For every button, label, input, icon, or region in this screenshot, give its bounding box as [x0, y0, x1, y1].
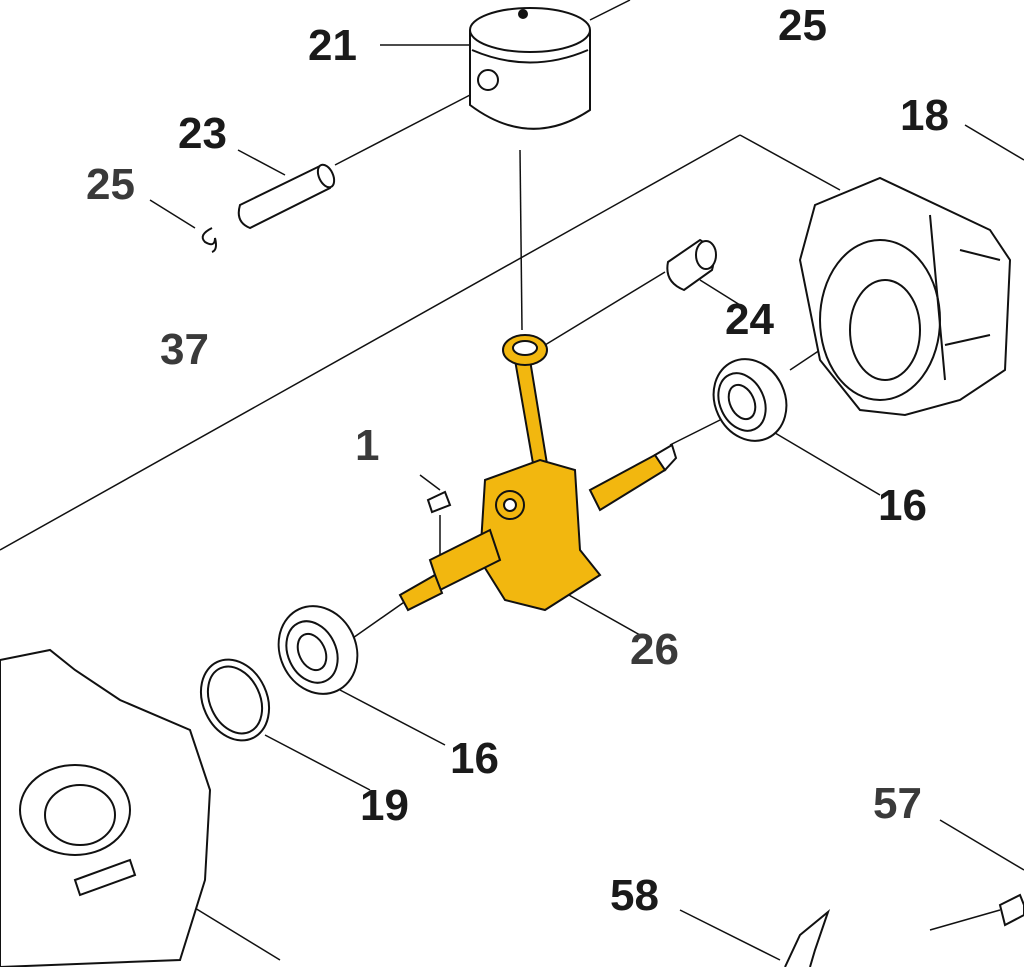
callout-label: 21 — [308, 21, 357, 70]
crankcase-left-part — [0, 648, 212, 967]
callout-label: 23 — [178, 109, 227, 158]
callout-label: 24 — [725, 295, 774, 344]
piston-part — [469, 7, 591, 130]
callout-label: 16 — [878, 481, 927, 530]
callout-label: 26 — [630, 625, 679, 674]
callout-label: 19 — [360, 781, 409, 830]
callout-label: 16 — [450, 734, 499, 783]
callout-label: 57 — [873, 779, 922, 828]
callout-label: 37 — [160, 325, 209, 374]
crankcase-right-part — [798, 176, 1012, 417]
piston-pin-part — [237, 163, 336, 230]
callout-label: 25 — [778, 1, 827, 50]
bearing-left-part — [277, 605, 359, 695]
callout-label: 1 — [355, 421, 380, 470]
callout-label: 58 — [610, 871, 659, 920]
bearing-right-part — [712, 358, 788, 442]
crankshaft-part — [398, 334, 678, 612]
callout-label: 18 — [900, 91, 949, 140]
callout-label: 25 — [86, 160, 135, 209]
